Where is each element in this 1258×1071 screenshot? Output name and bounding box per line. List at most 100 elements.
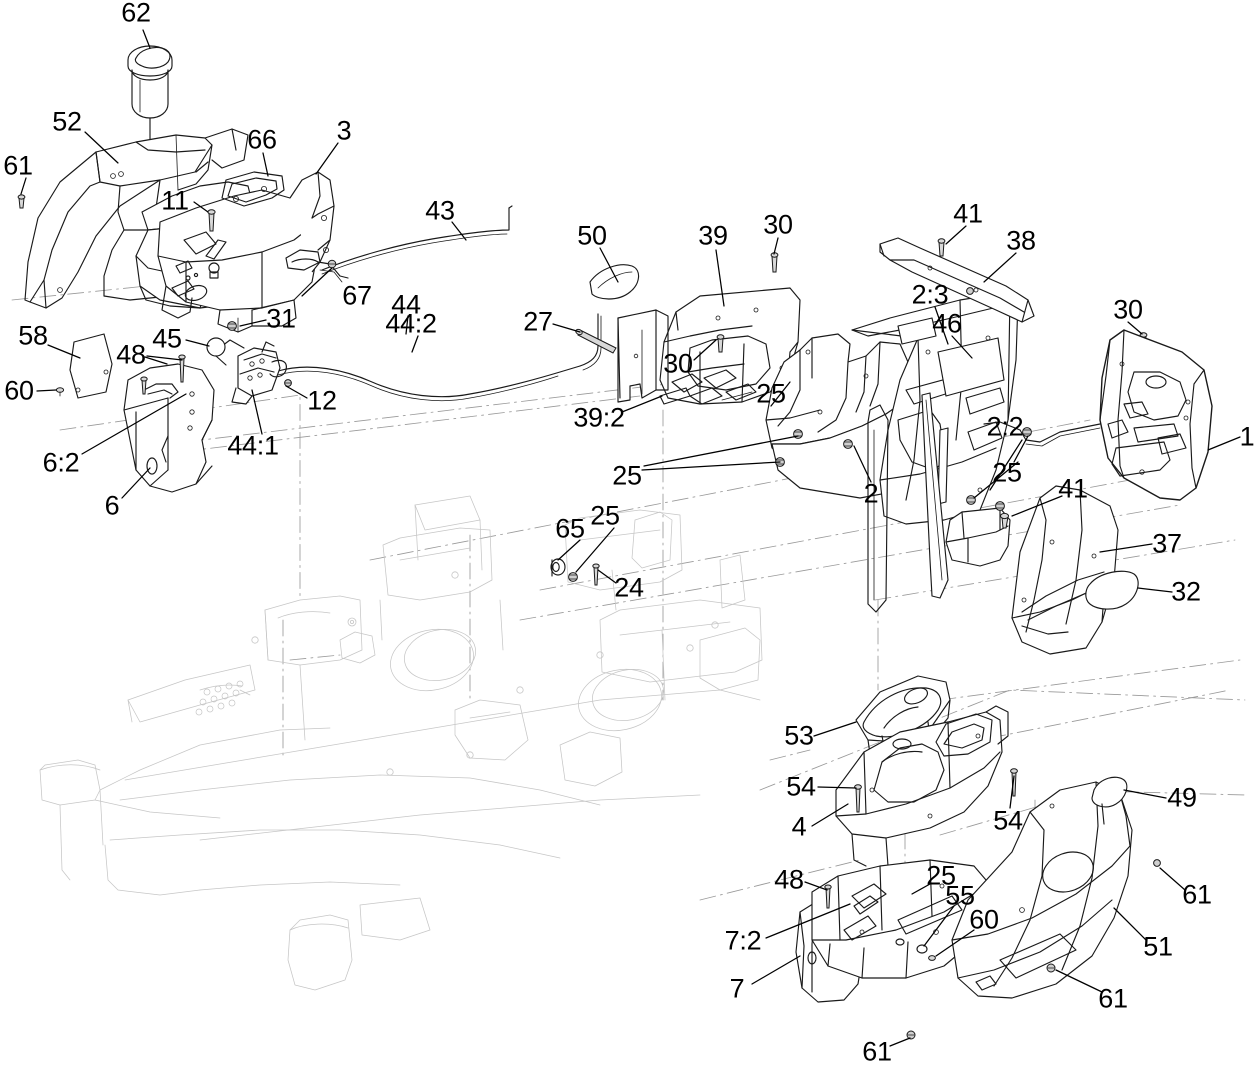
part-48-screw-lower bbox=[824, 884, 832, 909]
nut-25-g bbox=[568, 572, 578, 582]
callout-7: 7 bbox=[729, 973, 745, 1004]
callout-65: 65 bbox=[555, 513, 585, 544]
callout-61-c: 61 bbox=[1098, 983, 1128, 1014]
callout-12: 12 bbox=[307, 385, 337, 416]
callout-60-a: 60 bbox=[4, 375, 34, 406]
callout-44-1: 44:1 bbox=[227, 430, 279, 461]
part-3-control-console-housing bbox=[135, 141, 349, 333]
callout-51: 51 bbox=[1143, 931, 1173, 962]
callout-6: 6 bbox=[104, 490, 120, 521]
part-31-flange-nut-console bbox=[227, 321, 237, 331]
part-37-right-lower-shield bbox=[1011, 485, 1119, 655]
callout-48-a: 48 bbox=[116, 339, 146, 370]
part-46-decal-panel bbox=[937, 337, 1005, 397]
part-44-cable-assembly bbox=[277, 313, 602, 402]
part-2-vertical-rail bbox=[867, 392, 949, 613]
callout-7-2: 7:2 bbox=[724, 925, 762, 956]
callout-32: 32 bbox=[1171, 576, 1201, 607]
callout-43: 43 bbox=[425, 195, 455, 226]
part-38-upper-trim-rail bbox=[879, 237, 1035, 323]
part-60-rivet-left bbox=[55, 387, 65, 397]
callout-61-b: 61 bbox=[1182, 879, 1212, 910]
callout-41-b: 41 bbox=[1058, 473, 1088, 504]
part-39-2-left-side-shield-tab bbox=[617, 309, 691, 405]
callout-54-a: 54 bbox=[786, 771, 816, 802]
callout-4: 4 bbox=[791, 811, 807, 842]
part-55-bushing bbox=[916, 944, 928, 954]
callout-48-b: 48 bbox=[774, 864, 804, 895]
part-61-screw-fender-upper-left bbox=[17, 194, 26, 209]
callout-30-b: 30 bbox=[663, 348, 693, 379]
part-50-plug-left bbox=[589, 264, 640, 300]
callout-50: 50 bbox=[577, 220, 607, 251]
callout-67: 67 bbox=[342, 280, 372, 311]
callout-25-d: 25 bbox=[590, 500, 620, 531]
part-2-lower-bracket bbox=[945, 507, 1011, 567]
part-44-1-cable-bracket bbox=[221, 339, 287, 405]
callout-2-2: 2:2 bbox=[986, 411, 1024, 442]
part-39-left-side-shield bbox=[659, 287, 801, 405]
callout-2-3: 2:3 bbox=[911, 279, 949, 310]
callout-66: 66 bbox=[247, 124, 277, 155]
part-4-console-base-pan bbox=[835, 705, 1009, 867]
callout-53: 53 bbox=[784, 720, 814, 751]
part-48-screw-cover-left bbox=[140, 354, 186, 395]
callout-30-d: 30 bbox=[1113, 294, 1143, 325]
callout-38: 38 bbox=[1006, 225, 1036, 256]
part-41-screw-trim-upper bbox=[937, 238, 974, 295]
callout-37: 37 bbox=[1152, 528, 1182, 559]
part-11-screw-console bbox=[207, 209, 216, 232]
callout-1: 1 bbox=[1239, 421, 1255, 452]
screw-61-right bbox=[1153, 859, 1161, 867]
callout-3: 3 bbox=[336, 115, 352, 146]
part-66-handle-loop bbox=[221, 171, 285, 207]
chassis-frame-fasteners-ghost bbox=[251, 571, 719, 776]
part-65-grommet bbox=[550, 558, 566, 577]
part-41-screw-lower bbox=[1000, 512, 1009, 529]
part-32-plug-oval bbox=[1085, 570, 1139, 610]
part-62-cup-holder-insert bbox=[127, 45, 173, 146]
callout-61-a: 61 bbox=[3, 150, 33, 181]
chassis-frame-ghost bbox=[39, 495, 763, 991]
part-58-decal-left bbox=[69, 333, 113, 399]
callout-55: 55 bbox=[945, 880, 975, 911]
leader-lines bbox=[20, 29, 1241, 1047]
screw-61-bottom-left bbox=[906, 1030, 916, 1040]
part-12-screw-bracket bbox=[284, 379, 292, 387]
part-67-screw-cable-clamp bbox=[327, 259, 337, 269]
part-49-plug-triangular bbox=[1091, 776, 1128, 825]
nut-25-d bbox=[995, 501, 1005, 511]
callout-2: 2 bbox=[863, 478, 879, 509]
callout-11: 11 bbox=[161, 185, 189, 216]
callout-27: 27 bbox=[523, 306, 553, 337]
callout-39: 39 bbox=[698, 220, 728, 251]
callout-39-2: 39:2 bbox=[573, 402, 625, 433]
callout-6-2: 6:2 bbox=[42, 447, 80, 478]
part-1-right-rear-panel bbox=[983, 329, 1213, 501]
callout-52: 52 bbox=[52, 106, 82, 137]
callout-58: 58 bbox=[18, 320, 48, 351]
callout-46: 46 bbox=[932, 308, 962, 339]
callout-49: 49 bbox=[1167, 782, 1197, 813]
callout-25-e: 25 bbox=[926, 860, 956, 891]
callout-60-b: 60 bbox=[969, 904, 999, 935]
callout-54-b: 54 bbox=[993, 805, 1023, 836]
callout-24: 24 bbox=[614, 572, 644, 603]
bolt-30-b bbox=[716, 334, 725, 353]
part-45-knob bbox=[206, 337, 227, 366]
callout-30-a: 30 bbox=[763, 209, 793, 240]
nut-25-f bbox=[1022, 427, 1032, 437]
callout-45: 45 bbox=[152, 323, 182, 354]
part-27-clevis-pin bbox=[575, 328, 617, 354]
callout-25-a: 25 bbox=[756, 378, 786, 409]
callout-62: 62 bbox=[121, 0, 151, 28]
callout-61-d: 61 bbox=[862, 1036, 892, 1067]
callout-25-b: 25 bbox=[612, 460, 642, 491]
part-43-cable-long bbox=[321, 205, 513, 275]
nut-25-c bbox=[843, 439, 853, 449]
part-60-rivet-lower bbox=[928, 955, 936, 961]
callout-41-a: 41 bbox=[953, 198, 983, 229]
part-6-left-side-cover bbox=[123, 363, 215, 493]
